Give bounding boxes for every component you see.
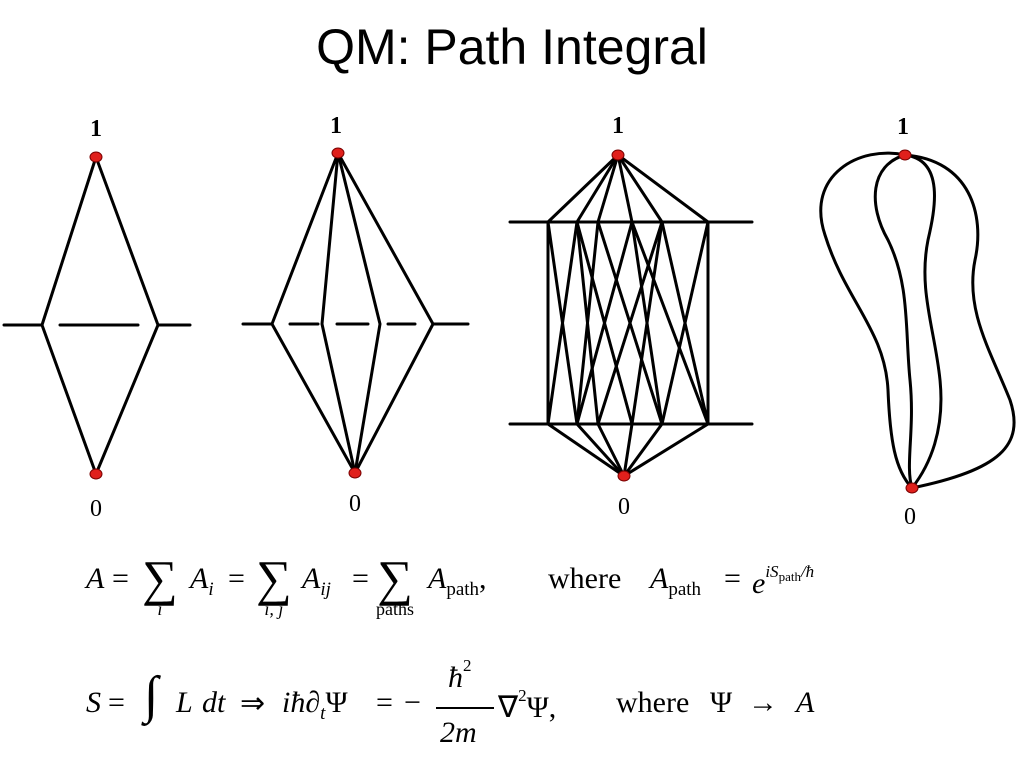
eq1-eq3: = (352, 562, 369, 595)
eq2-S: S (86, 686, 101, 719)
eq1-where: where (548, 562, 622, 595)
eq2-implies: ⇒ (240, 687, 266, 720)
label-bottom-2: 0 (349, 491, 361, 517)
eq2-laplacian: ∇2Ψ, (498, 686, 557, 724)
eq1-sum-ij: ∑ i, j (256, 550, 292, 619)
eq1-eq1: = (112, 562, 129, 595)
eq1-Apath2: Apath (650, 562, 702, 600)
eq2-lhs: iħ∂tΨ (282, 686, 348, 724)
slide-title: QM: Path Integral (316, 19, 708, 75)
eq2-denominator: 2m (440, 716, 477, 749)
eq1-sum-i: ∑ i (142, 550, 178, 619)
path-3 (336, 151, 382, 475)
eq1-Aij: Aij (302, 562, 331, 600)
diagram-many-paths (508, 153, 754, 478)
label-top-2: 1 (330, 113, 342, 139)
path-outer-right (903, 153, 1016, 490)
endpoint-top-3 (611, 149, 625, 161)
path-inner-right (903, 153, 943, 490)
label-top-3: 1 (612, 113, 624, 139)
eq2-psi: Ψ (710, 686, 733, 719)
eq2-arrow: → (748, 686, 778, 719)
label-top-1: 1 (90, 116, 102, 142)
eq1-eq2: = (228, 562, 245, 595)
eq2-eq: = (108, 686, 125, 719)
eq1-Apath: Apath, (428, 562, 487, 600)
endpoint-bottom-2 (348, 467, 362, 479)
eq2-A: A (796, 686, 815, 719)
label-bottom-3: 0 (618, 494, 630, 520)
path-outer-left (819, 151, 914, 490)
endpoint-bottom-4 (905, 482, 919, 494)
path-1 (270, 151, 357, 475)
eq1-sum-paths: ∑ paths (376, 550, 414, 619)
eq2-L: L (176, 686, 193, 719)
eq1-A: A (86, 562, 105, 595)
eq2-eq2: = (376, 686, 393, 719)
label-bottom-4: 0 (904, 504, 916, 530)
label-top-4: 1 (897, 114, 909, 140)
endpoint-bottom-3 (617, 470, 631, 482)
diagram-four-paths (241, 151, 470, 475)
endpoint-top-1 (89, 151, 103, 163)
path-left (40, 155, 98, 476)
path-2 (320, 151, 357, 475)
eq1-eq4: = (724, 562, 741, 595)
label-bottom-1: 0 (90, 496, 102, 522)
eq1-Ai: Ai (190, 562, 214, 600)
eq2-minus: − (404, 686, 421, 719)
eq2-fraction-bar (436, 707, 494, 709)
eq1-exponential: eiSpath/ħ (752, 562, 815, 600)
endpoint-bottom-1 (89, 468, 103, 480)
path-right (94, 155, 160, 476)
path-inner-left (873, 153, 914, 490)
endpoint-top-4 (898, 149, 912, 161)
eq2-integral: ∫ (144, 667, 159, 724)
eq2-numerator: ħ2 (448, 656, 472, 694)
eq2-dt: dt (202, 686, 226, 719)
diagram-two-paths (2, 155, 192, 476)
endpoint-top-2 (331, 147, 345, 159)
path-4 (336, 151, 435, 475)
endpoints (89, 147, 919, 494)
diagram-continuous-paths (819, 151, 1016, 490)
eq2-where: where (616, 686, 690, 719)
